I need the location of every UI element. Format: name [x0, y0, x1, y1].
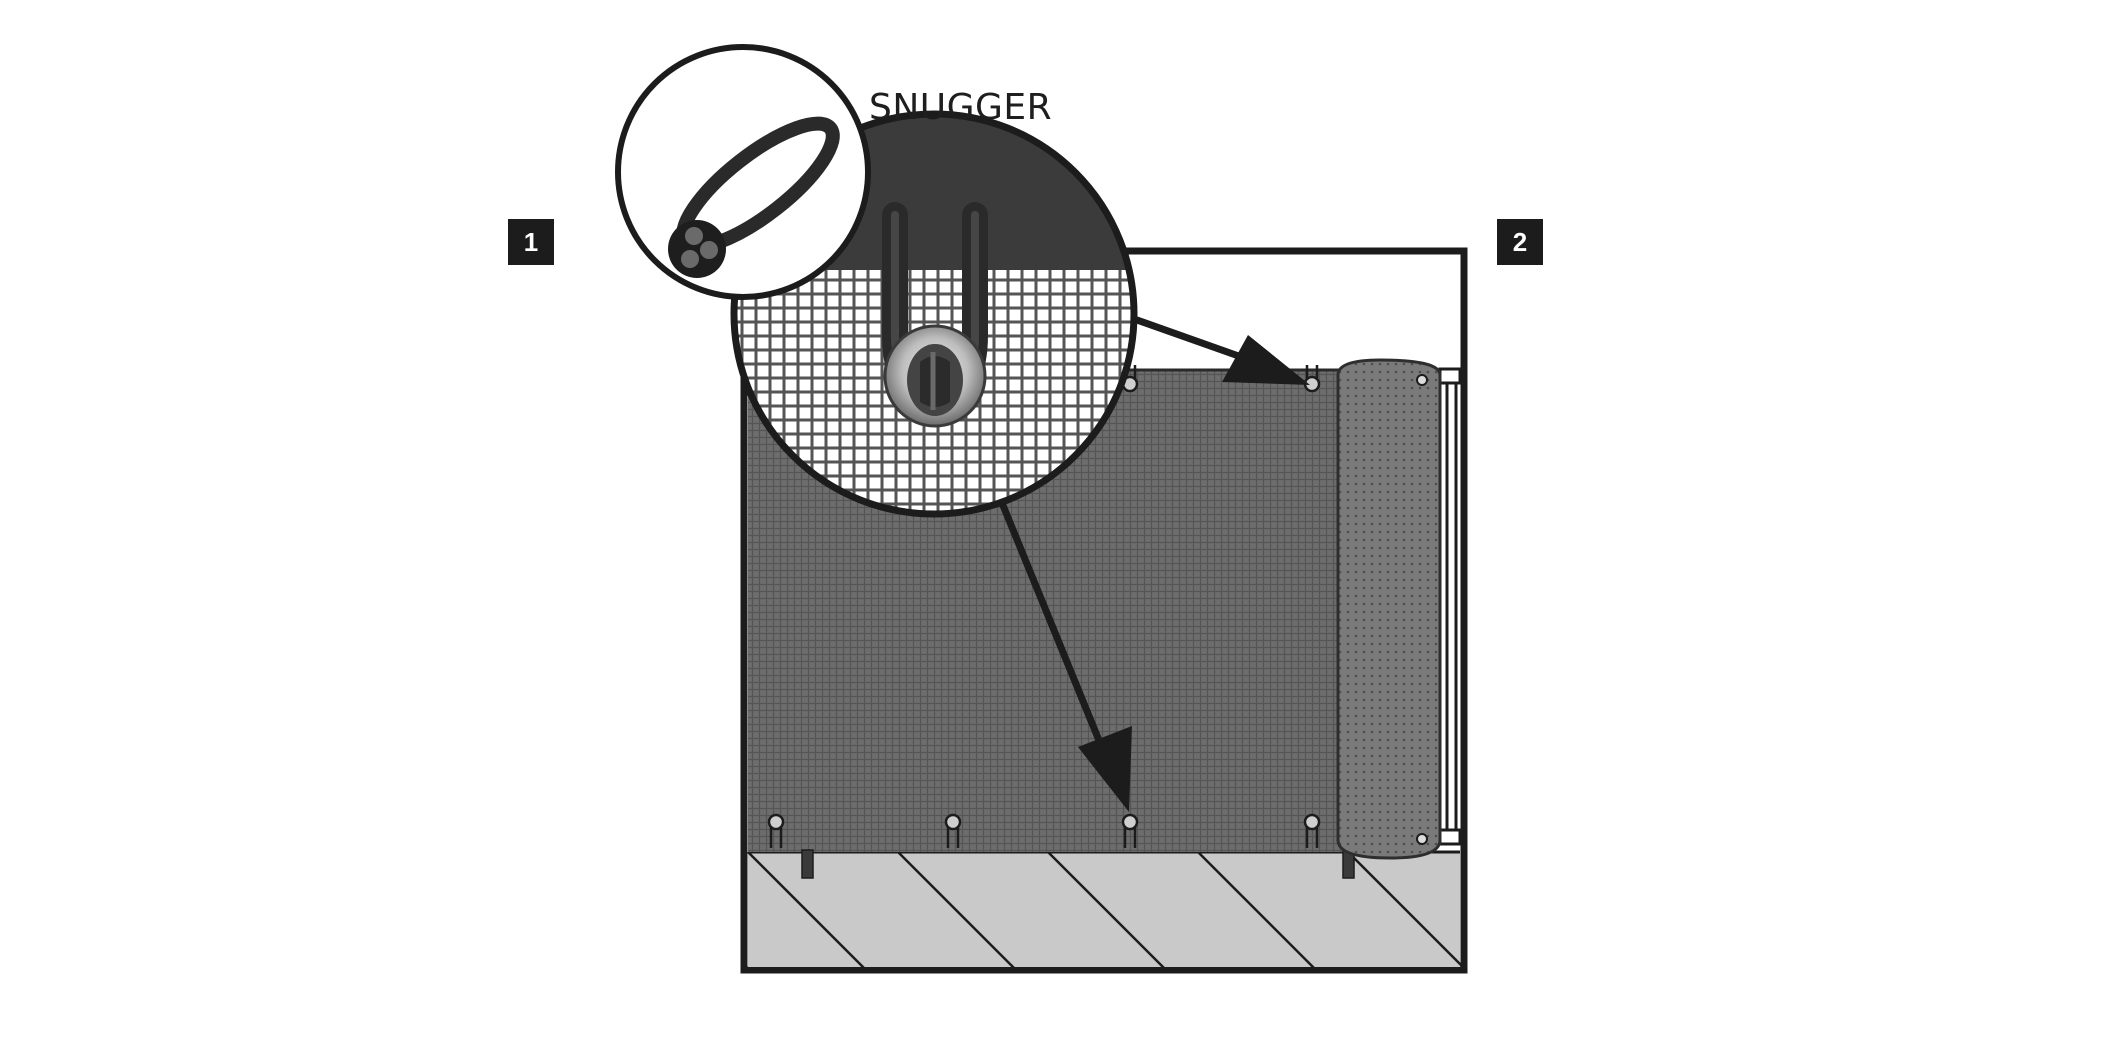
grommet-icon [1121, 813, 1139, 848]
railing [1438, 367, 1462, 846]
arrow-head-top-icon [1222, 335, 1310, 385]
grommet-icon [1303, 813, 1321, 848]
step-2-badge: 2 [1497, 219, 1543, 265]
arrow-to-bottom-grommet [996, 496, 1111, 762]
ground-base [747, 850, 1463, 968]
grommet-icon [767, 813, 785, 848]
bottom-grommets [767, 813, 1321, 848]
snugger-callout [615, 44, 871, 300]
grommet-icon [944, 813, 962, 848]
arrow-head-bottom-icon [1078, 726, 1132, 812]
top-grommets [1121, 365, 1321, 393]
step-1-badge: 1 [508, 219, 554, 265]
pointer-arrows [996, 310, 1310, 812]
snugger-label: SNUGGER [869, 87, 1053, 128]
mesh-roll [1336, 358, 1442, 860]
snugger-cord-icon [668, 116, 840, 278]
